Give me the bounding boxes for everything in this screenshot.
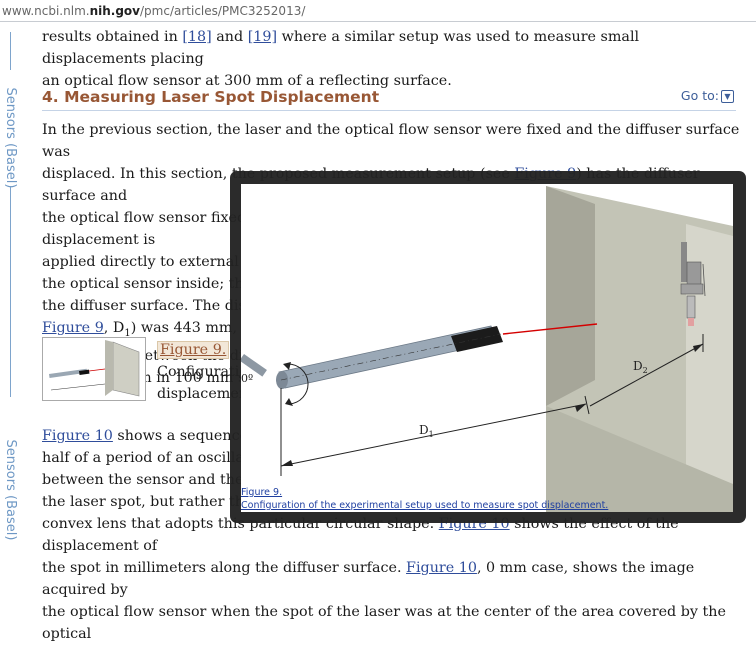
text: and xyxy=(211,29,248,45)
figure-caption-side: Figure 9. Configuratio displacemen xyxy=(157,339,248,405)
subscript: 1 xyxy=(124,327,131,339)
text: ) was 443 mm, th xyxy=(130,320,257,336)
figure-popup-image[interactable]: 0º D1 D2 xyxy=(239,184,733,512)
text: shows a sequence o xyxy=(112,428,262,444)
url-path: /pmc/articles/PMC3252013/ xyxy=(140,4,306,18)
text: the optical flow sensor when the spot of… xyxy=(42,604,726,642)
angle-label: 0º xyxy=(241,372,253,385)
ref-link[interactable]: [19] xyxy=(247,29,278,45)
address-bar[interactable]: www.ncbi.nlm.nih.gov/pmc/articles/PMC325… xyxy=(0,0,756,22)
section-heading: 4. Measuring Laser Spot Displacement Go … xyxy=(42,86,736,111)
text: displacemen xyxy=(157,386,249,402)
text: In the previous section, the laser and t… xyxy=(42,122,740,160)
text: results obtained in xyxy=(42,29,183,45)
laser xyxy=(239,323,598,389)
figure-thumbnail[interactable] xyxy=(42,337,146,401)
url-domain: nih.gov xyxy=(89,4,140,18)
optical-sensor-mount xyxy=(680,242,706,326)
text: applied directly to external an xyxy=(42,254,262,270)
journal-side-label[interactable]: Sensors (Basel) xyxy=(3,87,18,189)
text: the laser spot, but rather the t xyxy=(42,494,263,510)
rail-line xyxy=(10,187,11,397)
url-prefix: www.ncbi.nlm. xyxy=(2,4,90,18)
figure-link[interactable]: Figure 9 xyxy=(42,320,104,336)
chevron-down-icon[interactable]: ▼ xyxy=(721,90,734,103)
diffuser-box-front xyxy=(546,186,595,406)
text: , D xyxy=(103,320,125,336)
text: between the sensor and the di xyxy=(42,472,262,488)
rotation-arc xyxy=(286,363,309,405)
article-paragraph: results obtained in [18] and [19] where … xyxy=(42,26,742,92)
laser-beam xyxy=(502,323,598,335)
text: where a similar setup was used to measur… xyxy=(42,29,640,67)
text: the optical sensor inside; the l xyxy=(42,276,262,292)
d1-label: D1 xyxy=(419,423,434,439)
journal-side-rail: Sensors (Basel) Sensors (Basel) xyxy=(0,22,22,579)
d2-line xyxy=(589,343,704,407)
figure-link[interactable]: Figure 9. xyxy=(157,341,230,359)
text: the diffuser surface. The dista xyxy=(42,298,261,314)
rail-line xyxy=(10,32,11,70)
figure-link[interactable]: Figure 10 xyxy=(42,428,113,444)
diffuser-box-bottom xyxy=(546,406,733,512)
figure-popup-caption: Figure 9. Configuration of the experimen… xyxy=(241,486,608,512)
figure-caption-title[interactable]: Figure 9. xyxy=(241,487,283,498)
setup-diagram: 0º D1 D2 xyxy=(239,186,733,512)
section-title: 4. Measuring Laser Spot Displacement xyxy=(42,88,380,106)
d1-line xyxy=(280,403,587,467)
text: Configuratio xyxy=(157,364,248,380)
text: the spot in millimeters along the diffus… xyxy=(42,560,407,576)
goto-label: Go to: xyxy=(680,88,719,103)
ref-link[interactable]: [18] xyxy=(182,29,212,45)
figure-link[interactable]: Figure 10 xyxy=(406,560,477,576)
text: an optical flow sensor at 300 mm of a re… xyxy=(42,73,452,89)
text: half of a period of an oscillato xyxy=(42,450,259,466)
figure-thumbnail-image xyxy=(49,340,140,397)
goto-menu[interactable]: Go to:▼ xyxy=(681,88,734,103)
d2-label: D2 xyxy=(633,359,648,375)
journal-side-label[interactable]: Sensors (Basel) xyxy=(3,439,18,541)
figure-caption-text[interactable]: Configuration of the experimental setup … xyxy=(241,500,609,511)
